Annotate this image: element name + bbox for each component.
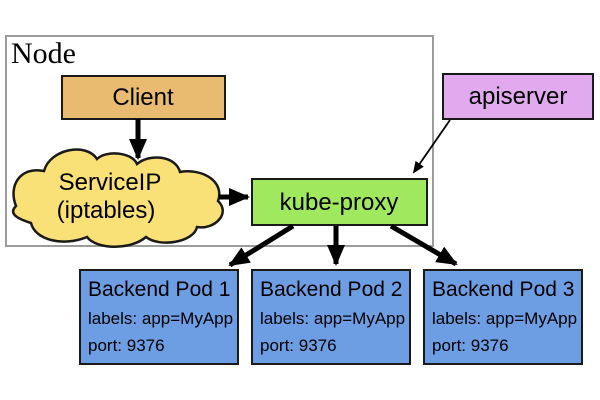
backend-pod-3-labels: labels: app=MyApp [432,309,577,328]
backend-pod-2-title: Backend Pod 2 [260,278,402,301]
arrow-kubeproxy-to-pod1 [228,223,295,268]
backend-pod-2-box [251,269,411,365]
backend-pod-3-group: Backend Pod 3 labels: app=MyApp port: 93… [423,269,583,365]
backend-pod-2-group: Backend Pod 2 labels: app=MyApp port: 93… [251,269,411,365]
backend-pod-2-port: port: 9376 [260,336,337,355]
client-box [61,75,226,120]
backend-pod-3-title: Backend Pod 3 [432,278,574,301]
backend-pod-3-box [423,269,583,365]
serviceip-cloud [11,148,224,248]
serviceip-label-line1: ServiceIP [59,169,162,196]
backend-pod-2-labels: labels: app=MyApp [260,309,405,328]
apiserver-box [442,73,594,120]
node-label: Node [11,37,76,70]
backend-pod-1-group: Backend Pod 1 labels: app=MyApp port: 93… [79,269,239,365]
kube-proxy-label: kube-proxy [280,189,399,216]
backend-pod-1-labels: labels: app=MyApp [88,309,233,328]
backend-pod-1-box [79,269,239,365]
client-label: Client [112,84,174,111]
backend-pod-1-title: Backend Pod 1 [88,278,230,301]
arrow-kubeproxy-to-pod3 [389,223,458,267]
kube-proxy-box [251,178,428,226]
serviceip-label-line2: (iptables) [57,197,156,224]
arrow-apiserver-to-kubeproxy [412,119,451,174]
apiserver-label: apiserver [469,83,568,110]
backend-pod-1-port: port: 9376 [88,336,165,355]
backend-pod-3-port: port: 9376 [432,336,509,355]
